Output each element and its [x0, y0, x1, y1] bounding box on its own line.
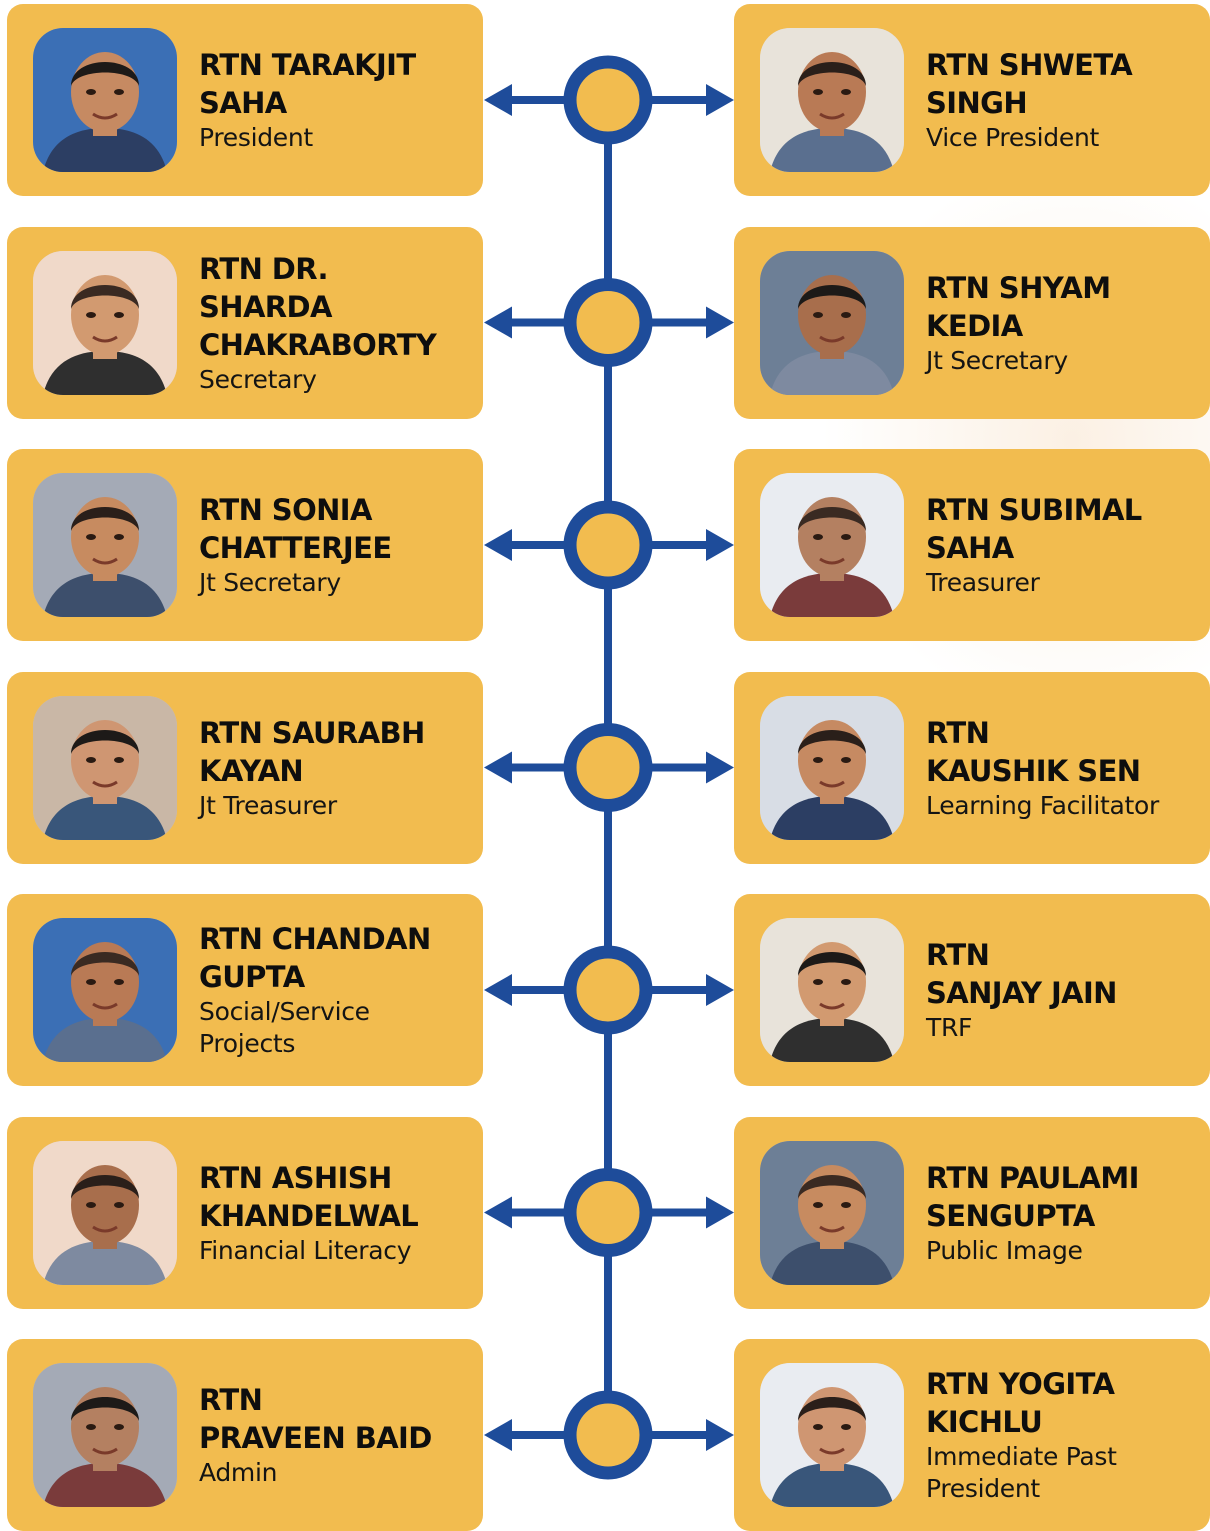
member-photo — [760, 1140, 904, 1285]
member-card-rtn-sonia-chatterjee: RTN SONIA CHATTERJEE Jt Secretary — [7, 449, 483, 641]
timeline-node — [563, 723, 653, 812]
member-photo — [760, 250, 904, 395]
timeline-node — [563, 945, 653, 1035]
member-name: RTN SHYAM KEDIA — [926, 270, 1111, 343]
member-role: President — [199, 123, 313, 152]
member-photo — [760, 695, 904, 840]
member-role: Financial Literacy — [199, 1235, 412, 1265]
member-photo — [33, 250, 177, 395]
member-card-rtn-subimal-saha: RTN SUBIMAL SAHA Treasurer — [734, 449, 1210, 641]
arrowhead-right-icon — [706, 84, 734, 116]
member-name: RTN PAULAMI SENGUPTA — [926, 1160, 1139, 1233]
member-role: Learning Facilitator — [926, 790, 1159, 820]
arrowhead-right-icon — [706, 1419, 734, 1451]
member-text: RTN PRAVEEN BAID Admin — [199, 1339, 477, 1531]
member-photo — [33, 1363, 177, 1507]
member-name: RTN PRAVEEN BAID — [199, 1383, 432, 1455]
member-photo — [33, 918, 177, 1062]
member-text: RTN SANJAY JAIN TRF — [926, 894, 1204, 1086]
member-card-rtn-tarakjit-saha: RTN TARAKJIT SAHA President — [7, 4, 483, 196]
member-name: RTN TARAKJIT SAHA — [199, 48, 416, 120]
member-role: Immediate Past President — [926, 1442, 1117, 1503]
arrowhead-left-icon — [484, 751, 512, 784]
member-name: RTN SHWETA SINGH — [926, 48, 1133, 120]
member-text: RTN SONIA CHATTERJEE Jt Secretary — [199, 449, 477, 641]
member-role: Jt Treasurer — [199, 790, 337, 820]
member-name: RTN SANJAY JAIN — [926, 938, 1117, 1010]
arrowhead-left-icon — [484, 84, 512, 116]
arrowhead-left-icon — [484, 1419, 512, 1451]
arrowhead-right-icon — [706, 529, 734, 561]
member-role: Jt Secretary — [926, 345, 1068, 375]
timeline-node — [563, 1390, 653, 1480]
member-role: Jt Secretary — [199, 568, 341, 597]
member-role: Admin — [199, 1458, 278, 1487]
arrowhead-left-icon — [484, 306, 512, 339]
member-card-rtn-praveen-baid: RTN PRAVEEN BAID Admin — [7, 1339, 483, 1531]
member-role: Social/Service Projects — [199, 997, 370, 1058]
member-photo — [760, 28, 904, 172]
member-photo — [33, 1140, 177, 1285]
member-card-rtn-sanjay-jain: RTN SANJAY JAIN TRF — [734, 894, 1210, 1086]
member-name: RTN SONIA CHATTERJEE — [199, 493, 392, 565]
member-name: RTN YOGITA KICHLU — [926, 1367, 1115, 1439]
arrowhead-left-icon — [484, 974, 512, 1006]
member-photo — [33, 28, 177, 172]
member-photo — [33, 695, 177, 840]
timeline-node — [563, 278, 653, 367]
arrowhead-right-icon — [706, 306, 734, 339]
member-role: Vice President — [926, 123, 1099, 152]
member-photo — [760, 918, 904, 1062]
member-name: RTN ASHISH KHANDELWAL — [199, 1160, 419, 1233]
member-name: RTN SUBIMAL SAHA — [926, 493, 1142, 565]
member-role: Treasurer — [926, 568, 1040, 597]
member-name: RTN DR. SHARDA CHAKRABORTY — [199, 251, 437, 362]
arrowhead-left-icon — [484, 1196, 512, 1229]
timeline-node — [563, 1168, 653, 1257]
timeline-node — [563, 500, 653, 590]
member-role: Secretary — [199, 364, 317, 394]
arrowhead-right-icon — [706, 974, 734, 1006]
member-role: TRF — [926, 1013, 973, 1042]
arrowhead-right-icon — [706, 751, 734, 784]
arrowhead-right-icon — [706, 1196, 734, 1229]
arrowhead-left-icon — [484, 529, 512, 561]
member-text: RTN TARAKJIT SAHA President — [199, 4, 477, 196]
member-name: RTN CHANDAN GUPTA — [199, 922, 431, 994]
member-name: RTN SAURABH KAYAN — [199, 715, 425, 788]
member-card-rtn-shweta-singh: RTN SHWETA SINGH Vice President — [734, 4, 1210, 196]
member-text: RTN SUBIMAL SAHA Treasurer — [926, 449, 1204, 641]
member-name: RTN KAUSHIK SEN — [926, 715, 1141, 788]
timeline-node — [563, 55, 653, 145]
member-role: Public Image — [926, 1235, 1083, 1265]
member-photo — [760, 1363, 904, 1507]
member-photo — [760, 473, 904, 617]
member-text: RTN SHWETA SINGH Vice President — [926, 4, 1204, 196]
member-photo — [33, 473, 177, 617]
